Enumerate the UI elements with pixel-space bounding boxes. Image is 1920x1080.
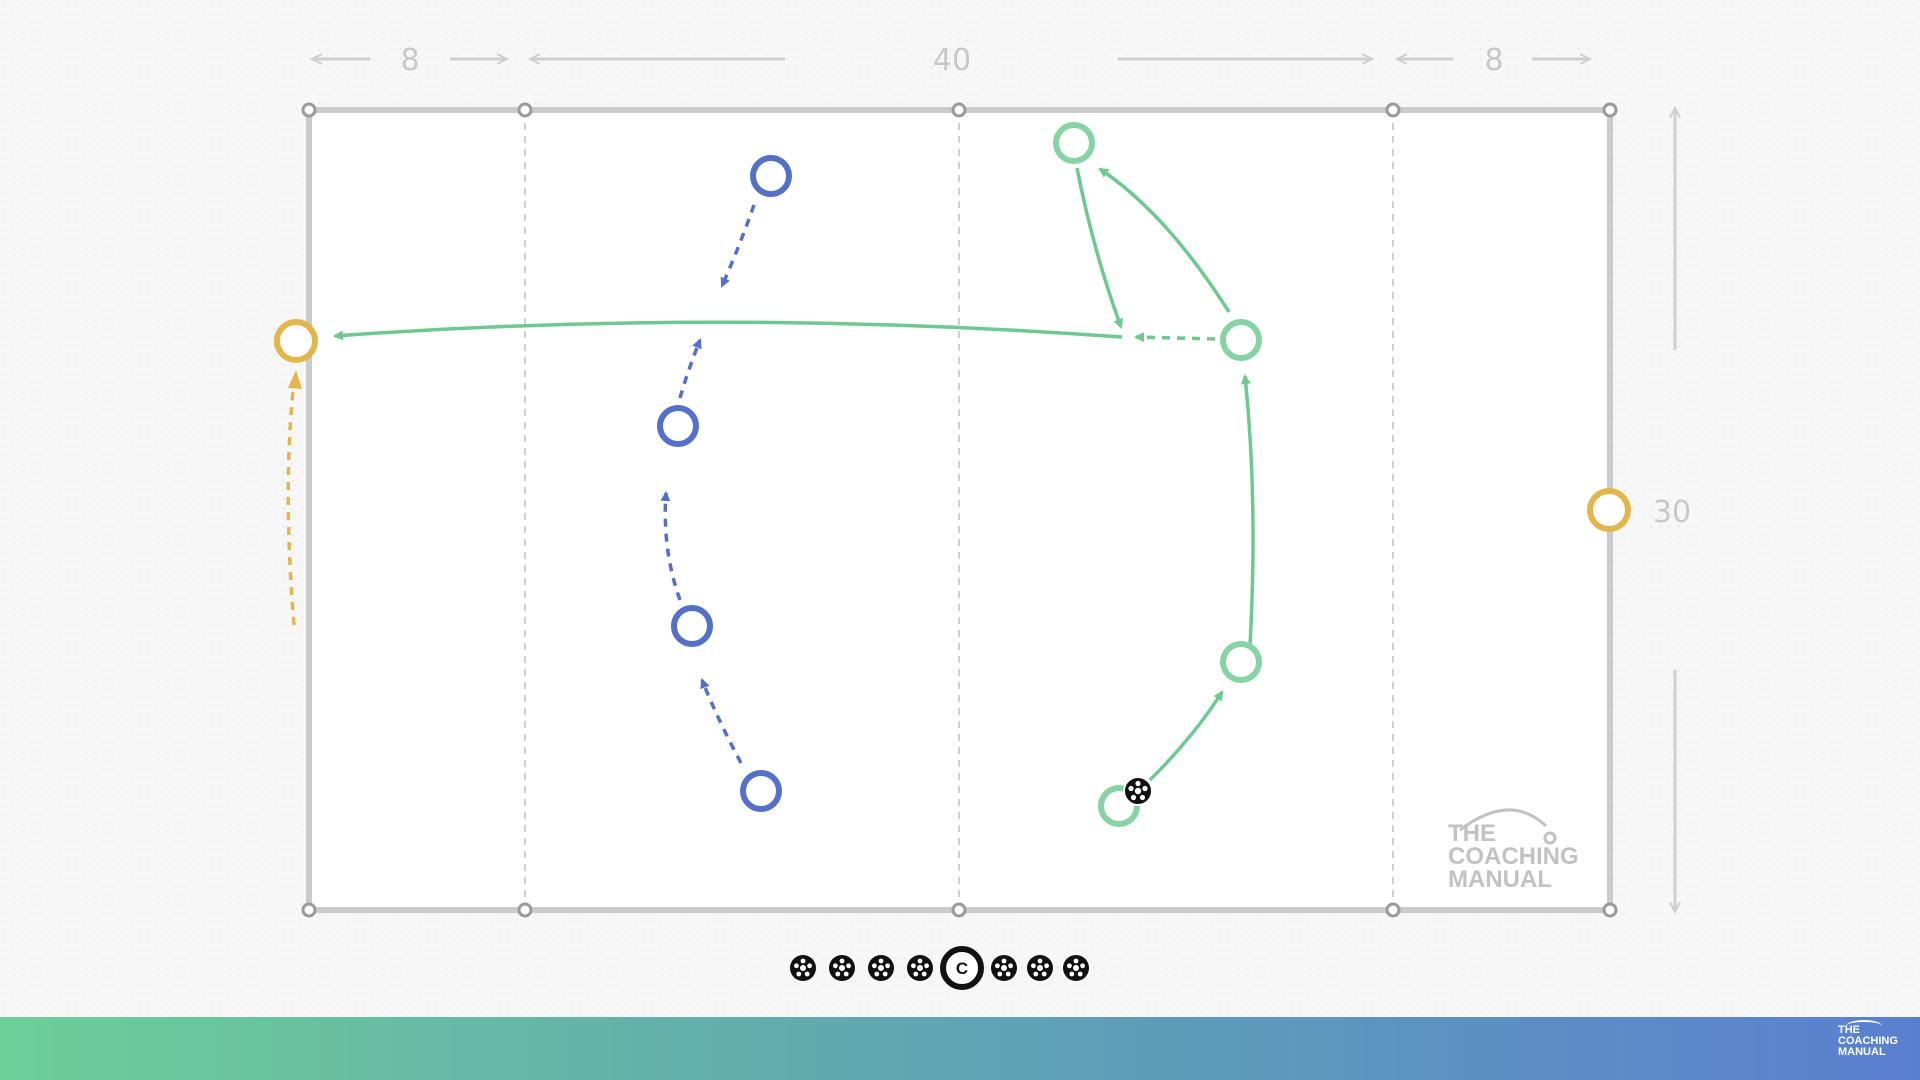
blue-player[interactable] — [657, 405, 699, 447]
footer-logo[interactable]: THE COACHING MANUAL — [1838, 1020, 1910, 1058]
neutral-player-left[interactable] — [274, 319, 318, 363]
slide-dot-current-label: C — [956, 959, 968, 978]
blue-run-1 — [720, 204, 756, 288]
green-run — [1134, 332, 1216, 343]
footer-logo-line-2: COACHING — [1838, 1035, 1898, 1047]
green-player[interactable] — [1220, 641, 1262, 683]
player-runs — [286, 204, 1216, 764]
pass-3 — [1098, 167, 1231, 313]
yellow-run — [286, 372, 297, 626]
pitch — [301, 102, 1618, 918]
logo-line-3: MANUAL — [1448, 866, 1552, 893]
yellow-run-arrowhead — [288, 370, 302, 389]
slide-dot-current[interactable]: C — [940, 946, 984, 990]
dim-label-top-middle: 40 — [933, 43, 971, 78]
green-player[interactable] — [1053, 122, 1095, 164]
slide-dot-2[interactable] — [829, 955, 855, 981]
footer-bar: THE COACHING MANUAL — [0, 1017, 1920, 1080]
coaching-manual-logo: THE COACHING MANUAL — [1448, 808, 1579, 893]
logo-ball — [1543, 831, 1557, 845]
footer-logo-line-3: MANUAL — [1838, 1046, 1886, 1058]
logo-line-1: THE — [1448, 820, 1496, 847]
pass-5 — [333, 320, 1123, 341]
pass-1 — [1148, 690, 1224, 782]
slide-dot-4[interactable] — [907, 955, 933, 981]
boundary-markers — [301, 102, 1618, 918]
neutral-players — [274, 319, 1631, 532]
dimension-annotations: 8 40 8 30 — [312, 43, 1691, 912]
blue-team — [657, 155, 792, 812]
slide-dot-7[interactable] — [1027, 955, 1053, 981]
slide-dot-6[interactable] — [991, 955, 1017, 981]
footer-logo-swoosh — [1846, 1020, 1882, 1032]
passes — [333, 167, 1255, 782]
ball-icon[interactable] — [1123, 776, 1153, 806]
neutral-player-right[interactable] — [1587, 488, 1631, 532]
slide-dot-8[interactable] — [1063, 955, 1089, 981]
logo-line-2: COACHING — [1448, 843, 1579, 870]
pass-2 — [1240, 374, 1255, 646]
dim-label-right: 30 — [1653, 495, 1691, 530]
green-player[interactable] — [1220, 319, 1262, 361]
blue-run-2 — [678, 338, 702, 399]
blue-run-3 — [660, 491, 682, 601]
blue-run-4 — [700, 678, 743, 764]
blue-player[interactable] — [750, 155, 792, 197]
slide-dot-1[interactable] — [790, 955, 816, 981]
blue-player[interactable] — [740, 770, 782, 812]
dim-label-top-right: 8 — [1484, 43, 1503, 78]
blue-player[interactable] — [671, 605, 713, 647]
logo-swoosh — [1459, 808, 1548, 832]
pass-4 — [1075, 167, 1123, 329]
slide-pagination: C — [790, 946, 1089, 990]
slide-dot-3[interactable] — [868, 955, 894, 981]
dim-label-top-left: 8 — [400, 43, 419, 78]
